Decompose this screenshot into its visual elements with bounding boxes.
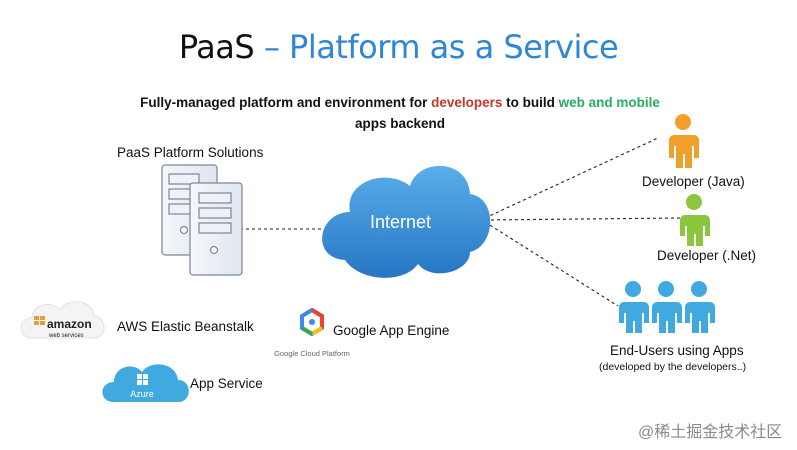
end-users-icon [619, 281, 715, 333]
subtitle: Fully-managed platform and environment f… [130, 92, 670, 134]
google-label: Google App Engine [333, 323, 450, 338]
end-users-label: End-Users using Apps [610, 343, 744, 358]
subtitle-developers: developers [431, 95, 503, 110]
developer-net-label: Developer (.Net) [657, 248, 757, 263]
developer-net-icon [680, 194, 710, 246]
title-platform-as-a-service: – Platform as a Service [254, 28, 619, 66]
server-icon [161, 164, 243, 276]
aws-logo-sub: web services [48, 333, 84, 339]
connector-lines [240, 137, 681, 307]
aws-logo-text: amazon [47, 317, 92, 331]
subtitle-pre: Fully-managed platform and environment f… [140, 95, 432, 110]
windows-icon [137, 374, 148, 385]
subtitle-line2: apps backend [354, 116, 446, 131]
connector-internet-net [484, 217, 681, 221]
azure-logo-text: Azure [130, 389, 154, 399]
google-logo-sub: Google Cloud Platform [274, 349, 350, 358]
platform-solutions-label: PaaS Platform Solutions [117, 145, 264, 160]
google-cloud-logo: Google Cloud Platform [274, 307, 350, 358]
subtitle-mid: to build [502, 95, 559, 110]
aws-logo: amazon web services [20, 301, 105, 339]
azure-logo: Azure [102, 364, 189, 402]
connector-internet-endusers [484, 221, 619, 307]
developer-java-icon [669, 114, 699, 168]
aws-label: AWS Elastic Beanstalk [117, 319, 254, 334]
end-users-sub-label: (developed by the developers..) [599, 361, 747, 373]
developer-java-label: Developer (Java) [642, 174, 745, 189]
title-paas: PaaS [178, 28, 255, 66]
page-title: PaaS – Platform as a Service [0, 28, 797, 66]
subtitle-web-mobile: web and mobile [558, 95, 660, 110]
azure-label: App Service [190, 376, 263, 391]
internet-label: Internet [370, 212, 432, 232]
connector-internet-java [484, 137, 659, 219]
internet-cloud-icon [322, 165, 491, 278]
watermark: @稀土掘金技术社区 [638, 424, 783, 441]
